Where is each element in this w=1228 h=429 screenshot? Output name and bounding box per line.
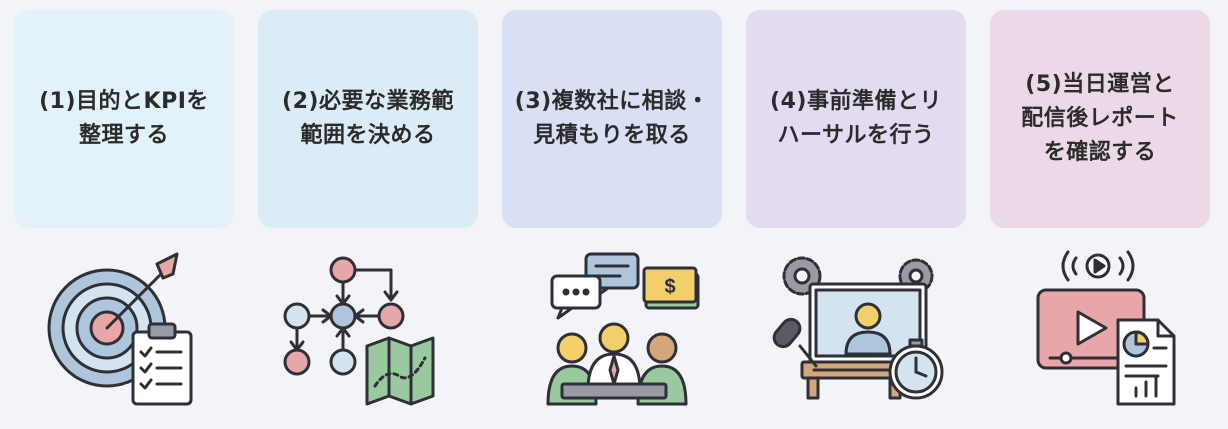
step-card-1: (1)目的とKPIを 整理する [14, 10, 234, 228]
step-card-5: (5)当日運営と 配信後レポート を確認する [990, 10, 1210, 228]
step-card-4: (4)事前準備とリ ハーサルを行う [746, 10, 966, 228]
icon-container-3: $ [502, 250, 722, 410]
flowchart-map-icon [283, 256, 435, 406]
icon-container-4 [746, 250, 966, 410]
icon-container-5 [990, 250, 1210, 410]
step-card-3: (3)複数社に相談・ 見積もりを取る [502, 10, 722, 228]
step-card-2: (2)必要な業務範 範囲を決める [258, 10, 478, 228]
icon-container-2 [258, 250, 478, 410]
step-label-2: (2)必要な業務範 範囲を決める [282, 89, 454, 148]
target-checklist-icon [47, 252, 193, 406]
streaming-report-icon [1036, 250, 1176, 406]
step-label-4: (4)事前準備とリ ハーサルを行う [770, 89, 942, 148]
step-label-1: (1)目的とKPIを 整理する [39, 89, 209, 148]
rehearsal-studio-icon [772, 256, 944, 400]
money-symbol: $ [664, 276, 675, 298]
consultation-meeting-icon: $ [546, 252, 700, 406]
step-label-5: (5)当日運営と 配信後レポート を確認する [1021, 72, 1179, 165]
icon-container-1 [14, 250, 234, 410]
step-label-3: (3)複数社に相談・ 見積もりを取る [514, 89, 710, 148]
